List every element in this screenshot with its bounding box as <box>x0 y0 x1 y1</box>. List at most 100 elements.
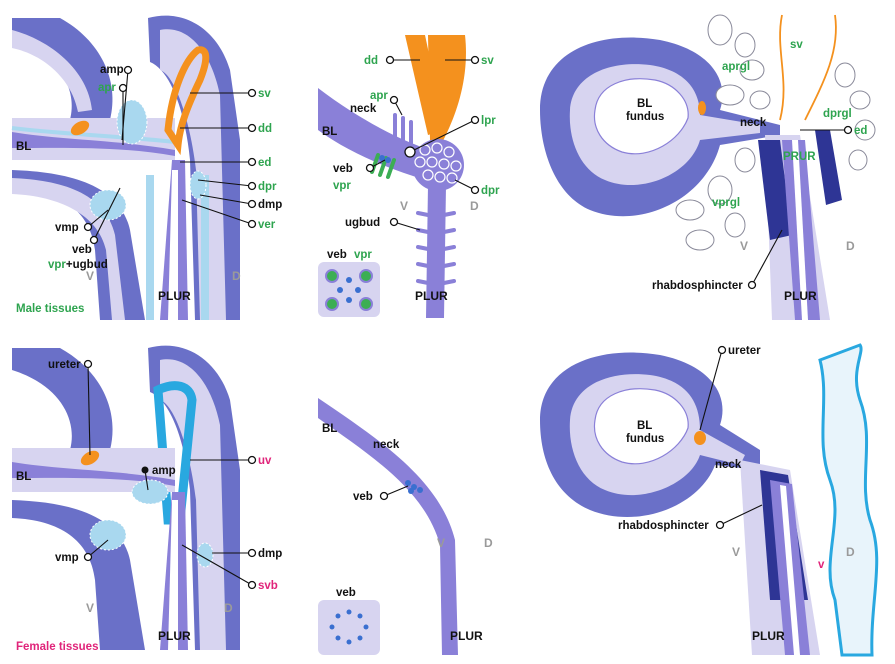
label-inset-veb: veb <box>327 249 347 261</box>
panel-male-sagittal: amp apr sv dd BL ed dpr dmp ver vmp veb … <box>11 15 282 321</box>
section-title-female: Female tissues <box>16 641 98 653</box>
apr-buds <box>393 113 413 145</box>
label-dpr-2: dpr <box>481 185 500 197</box>
label-vpr-ugbud: vpr+ugbud <box>48 259 108 271</box>
label-vmp-f: vmp <box>55 552 79 564</box>
veb-dots-f <box>405 480 423 494</box>
section-title-male: Male tissues <box>16 303 84 315</box>
inset-veb-ring <box>329 609 369 645</box>
sv-outline <box>779 14 785 121</box>
label-plur-mf: PLUR <box>450 629 483 643</box>
label-inset-veb-f: veb <box>336 587 356 599</box>
label-uv: uv <box>258 455 272 467</box>
vmp-gland <box>89 189 127 221</box>
label-sv: sv <box>258 88 271 100</box>
urethra-lumen-rf <box>780 485 800 655</box>
label-dd: dd <box>258 123 272 135</box>
ureter-orifice-f <box>80 450 100 466</box>
ureter-orifice-rf <box>694 431 706 445</box>
label-ureter-f: ureter <box>48 359 81 371</box>
label-v-mf: V <box>437 536 445 550</box>
label-veb: veb <box>72 244 92 256</box>
aprgl-outlines <box>707 14 771 110</box>
label-d-2: D <box>470 199 479 213</box>
label-bl-fundus-2: fundus <box>626 111 664 123</box>
label-ed-3: ed <box>854 125 867 137</box>
label-aprgl: aprgl <box>722 61 750 73</box>
veb-dots <box>379 155 391 163</box>
inset-veb-dots <box>337 277 361 303</box>
label-prur: PRUR <box>783 151 816 163</box>
label-v-rf: V <box>732 545 740 559</box>
label-sv-2: sv <box>481 55 494 67</box>
urethra-rhabdo-right <box>815 130 842 205</box>
bladder-lumen <box>12 132 175 156</box>
lpr-cluster <box>412 139 464 191</box>
label-ugbud: ugbud <box>345 217 380 229</box>
label-d-3: D <box>846 239 855 253</box>
label-vprgl: vprgl <box>712 197 740 209</box>
label-neck-mf: neck <box>373 439 400 451</box>
bladder-wall-f <box>12 448 175 492</box>
label-ed: ed <box>258 157 271 169</box>
label-rhabdo: rhabdosphincter <box>652 280 743 292</box>
label-bl-fundus-1: BL <box>637 98 652 110</box>
label-vmp: vmp <box>55 222 79 234</box>
urethra-mid <box>426 185 446 318</box>
label-d-f: D <box>224 601 233 615</box>
ventral-upper-inner <box>12 30 92 112</box>
label-ver: ver <box>258 219 276 231</box>
label-sv-3: sv <box>790 39 803 51</box>
ventral-upper-tissue-f <box>12 348 113 450</box>
label-v-f: V <box>86 601 94 615</box>
dd-orange <box>428 35 466 150</box>
panel-female-sagittal: ureter uv BL amp dmp vmp svb V D PLUR Fe… <box>12 345 282 653</box>
label-bl-2: BL <box>322 126 337 138</box>
inset-box-f <box>318 600 380 655</box>
label-apr: apr <box>98 82 116 94</box>
vprgl-outlines <box>675 147 756 251</box>
bladder-lumen-f <box>12 462 175 486</box>
dmp-gland <box>189 170 207 200</box>
panel-male-buds: dd sv apr BL neck lpr veb vpr dpr V D ug… <box>318 35 500 318</box>
label-bl-fundus-rf-1: BL <box>637 420 652 432</box>
label-svb: svb <box>258 580 278 592</box>
label-rhabdo-rf: rhabdosphincter <box>618 520 709 532</box>
label-v-2: V <box>400 199 408 213</box>
label-amp-f: amp <box>152 465 176 477</box>
light-blue-channel <box>11 126 176 144</box>
label-bl-fundus-rf-2: fundus <box>626 433 664 445</box>
label-amp: amp <box>100 64 124 76</box>
ureter-orifice <box>70 120 90 136</box>
label-veb-mf: veb <box>353 491 373 503</box>
label-vpr-2: vpr <box>333 180 351 192</box>
label-bl: BL <box>16 141 31 153</box>
panel-female-adult: ureter BL fundus neck rhabdosphincter V … <box>540 343 879 657</box>
label-d-mf: D <box>484 536 493 550</box>
panel-female-buds: BL neck veb V D veb PLUR <box>318 398 493 655</box>
vmp-gland-f <box>89 519 127 551</box>
label-bl-f: BL <box>16 471 31 483</box>
bladder-neck-f <box>318 398 458 655</box>
label-neck-2: neck <box>350 103 377 115</box>
vagina <box>818 343 879 657</box>
amp-gland-f <box>131 479 169 505</box>
dorsal-inner-tissue <box>160 29 226 321</box>
label-neck-3: neck <box>740 117 767 129</box>
dorsal-inner-tissue-f <box>160 359 226 650</box>
inset-vpr-circles <box>325 269 373 311</box>
label-apr-2: apr <box>370 90 388 102</box>
label-dpr: dpr <box>258 181 277 193</box>
ugbud-spikes <box>416 211 456 285</box>
seminal-vesicle <box>164 46 210 156</box>
label-ureter-rf: ureter <box>728 345 761 357</box>
urethra-lumen-f <box>168 500 178 650</box>
label-bl-mf: BL <box>322 423 337 435</box>
ventral-lower-tissue-f <box>12 500 145 650</box>
label-dmp: dmp <box>258 199 282 211</box>
label-plur-rf: PLUR <box>752 629 785 643</box>
label-veb-2: veb <box>333 163 353 175</box>
label-d: D <box>232 269 241 283</box>
ureter-orifice-3 <box>698 101 706 115</box>
